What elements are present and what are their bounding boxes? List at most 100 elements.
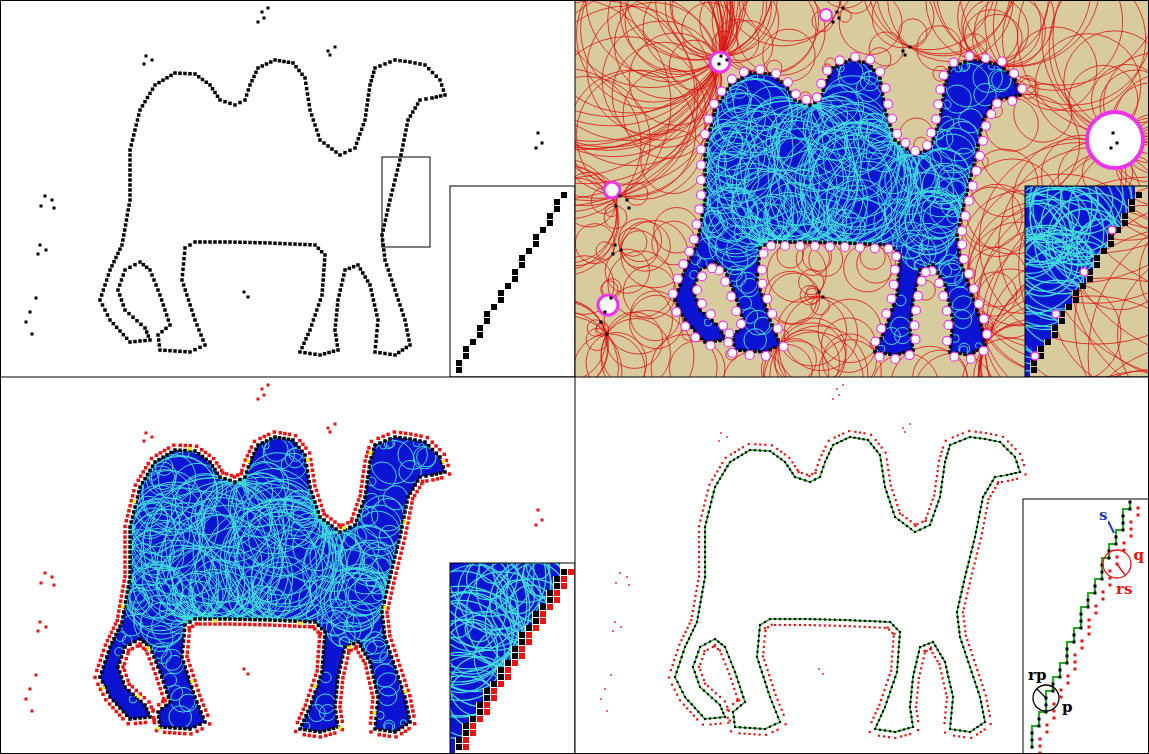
inner-ball xyxy=(132,482,218,568)
input-points xyxy=(673,58,1022,357)
inner-ball xyxy=(736,272,757,293)
sample-point xyxy=(554,199,560,205)
inner-ball xyxy=(1025,233,1097,309)
sample-point xyxy=(869,65,873,69)
sample-point xyxy=(526,248,532,254)
inner-ball xyxy=(146,466,175,495)
sample-point xyxy=(388,734,392,738)
sample-point xyxy=(101,303,105,307)
inner-ball xyxy=(373,664,396,687)
inner-ball xyxy=(377,673,400,696)
sample-point xyxy=(1087,276,1093,282)
sample-point xyxy=(1059,318,1065,324)
zoom-inset xyxy=(450,186,575,377)
sample-point xyxy=(321,283,325,287)
pole-ball xyxy=(959,255,968,264)
pole-ball xyxy=(697,191,706,200)
sample-point xyxy=(183,72,187,76)
sample-point xyxy=(431,478,435,482)
outer-ball xyxy=(779,318,846,377)
sample-point xyxy=(375,329,379,333)
sample-point xyxy=(374,340,378,344)
pole-ball xyxy=(820,9,832,21)
sample-point xyxy=(131,138,135,142)
sample-point xyxy=(288,242,292,246)
sample-point xyxy=(427,67,431,71)
sample-point xyxy=(156,333,160,337)
sample-point xyxy=(263,241,267,245)
sample-point xyxy=(128,504,132,508)
inner-ball xyxy=(169,706,192,729)
sample-point xyxy=(160,330,164,334)
sample-point xyxy=(283,432,287,436)
sample-point xyxy=(120,298,124,302)
inner-ball xyxy=(383,486,407,510)
sample-point xyxy=(130,143,134,147)
sample-point xyxy=(341,676,345,680)
sample-point xyxy=(407,338,411,342)
inner-ball xyxy=(378,687,397,706)
inner-ball xyxy=(727,233,760,266)
sample-point xyxy=(312,479,316,483)
sample-point xyxy=(178,350,182,354)
sample-point xyxy=(128,158,132,162)
outer-ball xyxy=(575,0,720,157)
outer-ball xyxy=(800,285,820,305)
inner-ball xyxy=(226,482,249,505)
sample-point xyxy=(320,293,324,297)
sample-point xyxy=(29,311,32,314)
pole-ball xyxy=(981,54,990,63)
sample-point xyxy=(208,240,212,244)
pole-ball xyxy=(1052,310,1060,318)
sample-point xyxy=(358,132,362,136)
sample-point xyxy=(371,293,375,297)
inner-ball xyxy=(802,147,898,243)
sample-point xyxy=(418,486,422,490)
pole-ball xyxy=(668,289,677,298)
pole-ball xyxy=(757,265,766,274)
sample-point xyxy=(392,183,396,187)
sample-point xyxy=(312,474,316,478)
sample-point xyxy=(818,291,821,294)
sample-point xyxy=(120,278,124,282)
sample-point xyxy=(248,241,252,245)
sample-point xyxy=(137,113,141,117)
sample-point xyxy=(383,352,387,356)
sample-point xyxy=(112,260,116,264)
sample-point xyxy=(253,440,257,444)
pole-ball xyxy=(889,280,898,289)
sample-point xyxy=(370,711,374,715)
sample-point xyxy=(713,260,717,264)
pole-ball xyxy=(767,241,776,250)
sample-point xyxy=(362,470,366,474)
sample-point xyxy=(374,308,378,312)
sample-point xyxy=(198,346,202,350)
sample-point xyxy=(759,288,763,292)
inner-ball xyxy=(932,128,977,173)
pole-ball xyxy=(927,128,936,137)
sample-point xyxy=(197,75,201,79)
sample-point xyxy=(199,333,203,337)
sample-point xyxy=(409,506,413,510)
sample-point xyxy=(320,250,324,254)
sample-point xyxy=(434,444,438,448)
pole-ball xyxy=(866,55,875,64)
inner-ball xyxy=(705,121,778,194)
sample-point xyxy=(204,451,208,455)
sample-point xyxy=(376,437,380,441)
sample-point xyxy=(221,471,225,475)
sample-point xyxy=(305,87,309,91)
sample-point xyxy=(392,283,396,287)
sample-point xyxy=(888,123,892,127)
sample-point xyxy=(606,333,609,336)
sample-point xyxy=(243,98,247,102)
sample-point xyxy=(383,734,387,738)
sample-point xyxy=(123,308,127,312)
sample-point xyxy=(368,681,372,685)
sample-point xyxy=(399,431,403,435)
pole-ball xyxy=(810,242,819,251)
sample-point xyxy=(446,464,450,468)
sample-point xyxy=(399,551,403,555)
sample-point xyxy=(391,586,395,590)
sample-point xyxy=(282,60,286,64)
